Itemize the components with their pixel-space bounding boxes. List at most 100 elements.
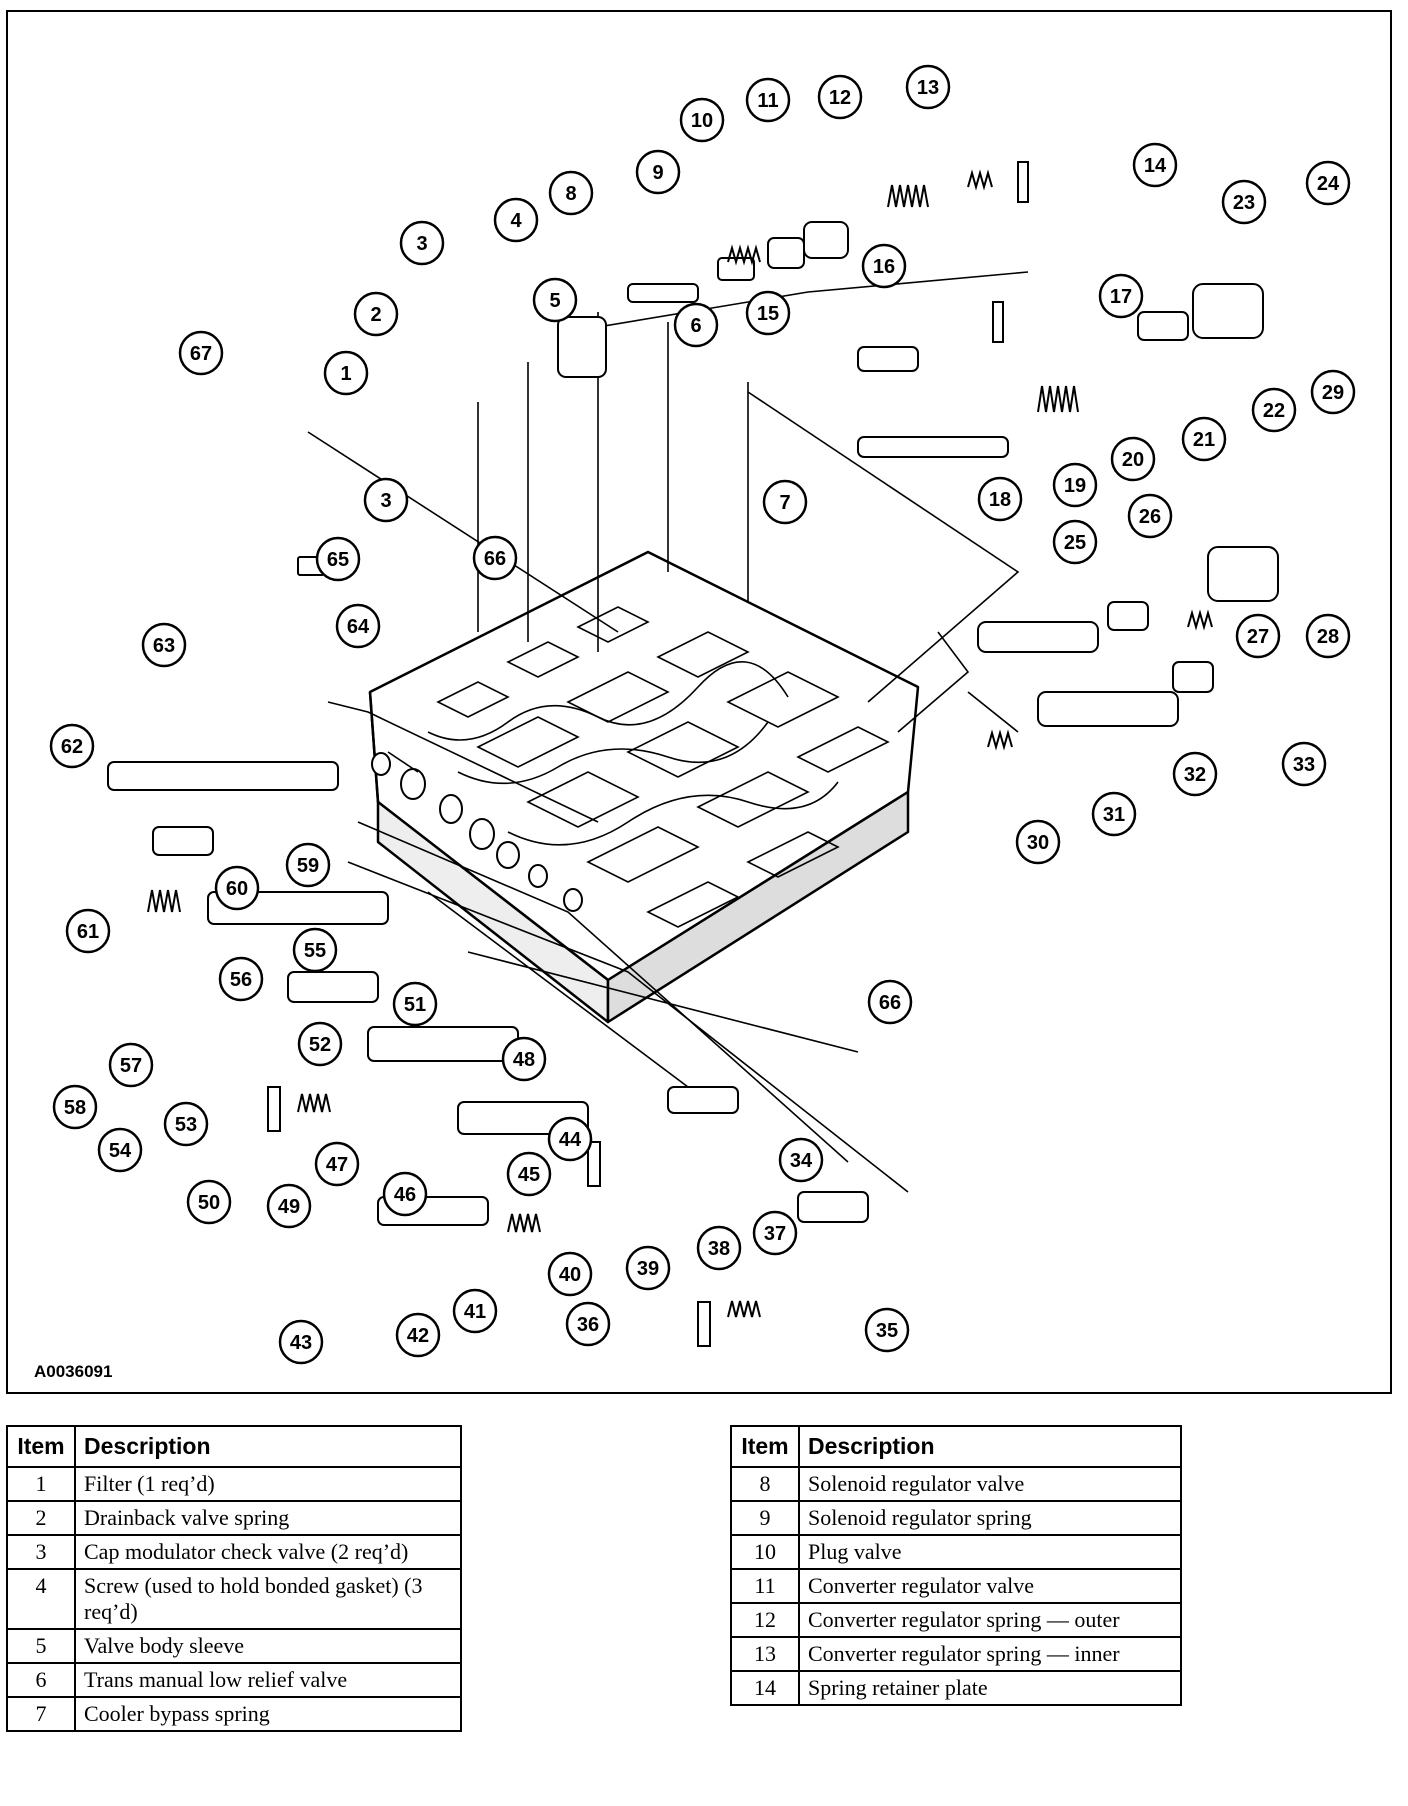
callout-49: 49 — [266, 1183, 312, 1229]
callout-circle — [745, 290, 791, 336]
callout-number: 57 — [120, 1055, 142, 1077]
item-description: Screw (used to hold bonded gasket) (3 re… — [74, 1568, 462, 1630]
callout-14: 14 — [1132, 142, 1178, 188]
callout-circle — [506, 1151, 552, 1197]
item-description: Spring retainer plate — [798, 1670, 1182, 1706]
callout-5: 5 — [532, 277, 578, 323]
item-number: 4 — [6, 1568, 76, 1630]
callout-circle — [292, 927, 338, 973]
column-header-description: Description — [74, 1425, 462, 1468]
callout-number: 33 — [1293, 754, 1315, 776]
callout-40: 40 — [547, 1251, 593, 1297]
callout-number: 44 — [559, 1129, 582, 1151]
callout-circle — [65, 908, 111, 954]
callout-number: 11 — [757, 90, 778, 112]
callout-circle — [278, 1319, 324, 1365]
callout-30: 30 — [1015, 819, 1061, 865]
callout-number: 32 — [1184, 764, 1206, 786]
callout-circle — [49, 723, 95, 769]
callout-number: 20 — [1122, 449, 1144, 471]
callout-21: 21 — [1181, 416, 1227, 462]
callout-circle — [1015, 819, 1061, 865]
callout-17: 17 — [1098, 273, 1144, 319]
callout-circle — [752, 1210, 798, 1256]
valve-body-casting — [368, 550, 920, 1024]
callout-66: 66 — [472, 535, 518, 581]
callout-number: 56 — [230, 969, 252, 991]
item-number: 2 — [6, 1500, 76, 1536]
callout-20: 20 — [1110, 436, 1156, 482]
callout-number: 47 — [326, 1154, 348, 1176]
callout-18: 18 — [977, 476, 1023, 522]
callout-circle — [141, 622, 187, 668]
callout-52: 52 — [297, 1021, 343, 1067]
callout-circle — [108, 1042, 154, 1088]
callout-number: 62 — [61, 736, 83, 758]
callout-38: 38 — [696, 1225, 742, 1271]
callout-circle — [392, 981, 438, 1027]
callout-number: 42 — [407, 1325, 429, 1347]
callout-circle — [285, 842, 331, 888]
valve-body-channels — [427, 606, 890, 928]
callout-circle — [1052, 519, 1098, 565]
callout-number: 26 — [1139, 506, 1161, 528]
callout-31: 31 — [1091, 791, 1137, 837]
callout-number: 60 — [226, 878, 248, 900]
callout-circle — [353, 291, 399, 337]
callout-number: 61 — [77, 921, 99, 943]
callout-number: 66 — [879, 992, 901, 1014]
callout-25: 25 — [1052, 519, 1098, 565]
valve-body-bores — [371, 752, 583, 912]
item-description: Drainback valve spring — [74, 1500, 462, 1536]
callout-11: 11 — [745, 77, 791, 123]
callout-circle — [178, 330, 224, 376]
callout-22: 22 — [1251, 387, 1297, 433]
callout-circle — [625, 1245, 671, 1291]
callout-circle — [501, 1036, 547, 1082]
callout-37: 37 — [752, 1210, 798, 1256]
callout-number: 38 — [708, 1238, 730, 1260]
callout-59: 59 — [285, 842, 331, 888]
callout-number: 40 — [559, 1264, 581, 1286]
callout-65: 65 — [315, 536, 361, 582]
callout-number: 30 — [1027, 832, 1049, 854]
callout-61: 61 — [65, 908, 111, 954]
callout-circle — [861, 243, 907, 289]
callout-circle — [382, 1171, 428, 1217]
callout-23: 23 — [1221, 179, 1267, 225]
callout-circle — [1091, 791, 1137, 837]
callout-number: 52 — [309, 1034, 331, 1056]
callout-16: 16 — [861, 243, 907, 289]
item-number: 8 — [730, 1466, 800, 1502]
item-number: 14 — [730, 1670, 800, 1706]
callout-number: 35 — [876, 1320, 898, 1342]
callout-number: 34 — [790, 1150, 813, 1172]
callout-circle — [186, 1179, 232, 1225]
column-header-item: Item — [730, 1425, 800, 1468]
callout-number: 51 — [404, 994, 426, 1016]
callout-circle — [745, 77, 791, 123]
item-description: Converter regulator spring — inner — [798, 1636, 1182, 1672]
callout-number: 19 — [1064, 475, 1086, 497]
callout-number: 46 — [394, 1184, 416, 1206]
callout-number: 9 — [652, 162, 663, 184]
callout-56: 56 — [218, 956, 264, 1002]
item-description: Solenoid regulator spring — [798, 1500, 1182, 1536]
callout-circle — [1052, 462, 1098, 508]
callout-circle — [214, 865, 260, 911]
callout-circle — [315, 536, 361, 582]
callout-circle — [1098, 273, 1144, 319]
item-number: 10 — [730, 1534, 800, 1570]
item-description: Cooler bypass spring — [74, 1696, 462, 1732]
callout-number: 41 — [464, 1301, 486, 1323]
callout-circle — [472, 535, 518, 581]
